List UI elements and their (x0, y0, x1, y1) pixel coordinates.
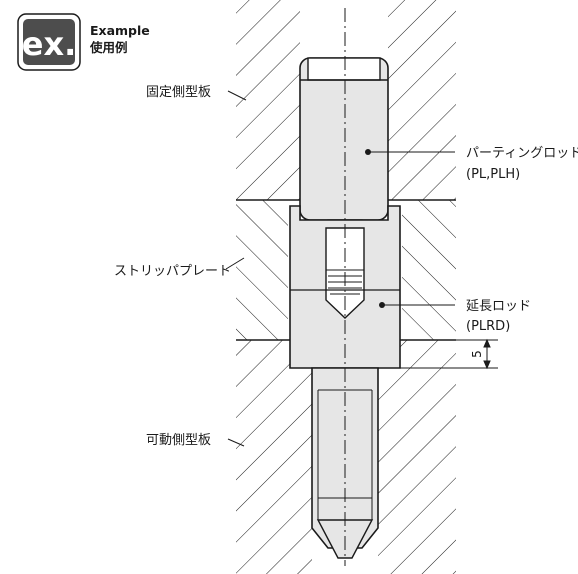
label-extension-rod: 延長ロッド (PLRD) (379, 299, 531, 334)
svg-text:パーティングロッド: パーティングロッド (466, 146, 578, 161)
label-stripper-plate: ストリッパプレート (114, 257, 245, 279)
svg-text:5: 5 (470, 350, 484, 358)
logo-title-en: Example (90, 23, 150, 38)
svg-text:(PL,PLH): (PL,PLH) (466, 167, 520, 182)
svg-text:延長ロッド: 延長ロッド (466, 299, 531, 314)
svg-text:ストリッパプレート: ストリッパプレート (114, 264, 231, 279)
svg-text:固定側型板: 固定側型板 (146, 85, 211, 100)
svg-text:(PLRD): (PLRD) (466, 319, 510, 334)
label-parting-rod: パーティングロッド (PL,PLH) (365, 146, 578, 182)
fixed-plate (236, 0, 456, 200)
extension-rod (289, 205, 401, 369)
dimension-5: 5 (400, 338, 498, 370)
label-fixed-plate: 固定側型板 (146, 85, 247, 101)
example-logo: ex. Example 使用例 (17, 13, 150, 71)
svg-text:可動側型板: 可動側型板 (146, 433, 211, 448)
movable-plate (236, 340, 456, 574)
logo-title-ja: 使用例 (89, 40, 128, 55)
logo-mark: ex. (22, 25, 77, 63)
label-movable-plate: 可動側型板 (146, 433, 245, 448)
lower-shaft (311, 367, 379, 559)
